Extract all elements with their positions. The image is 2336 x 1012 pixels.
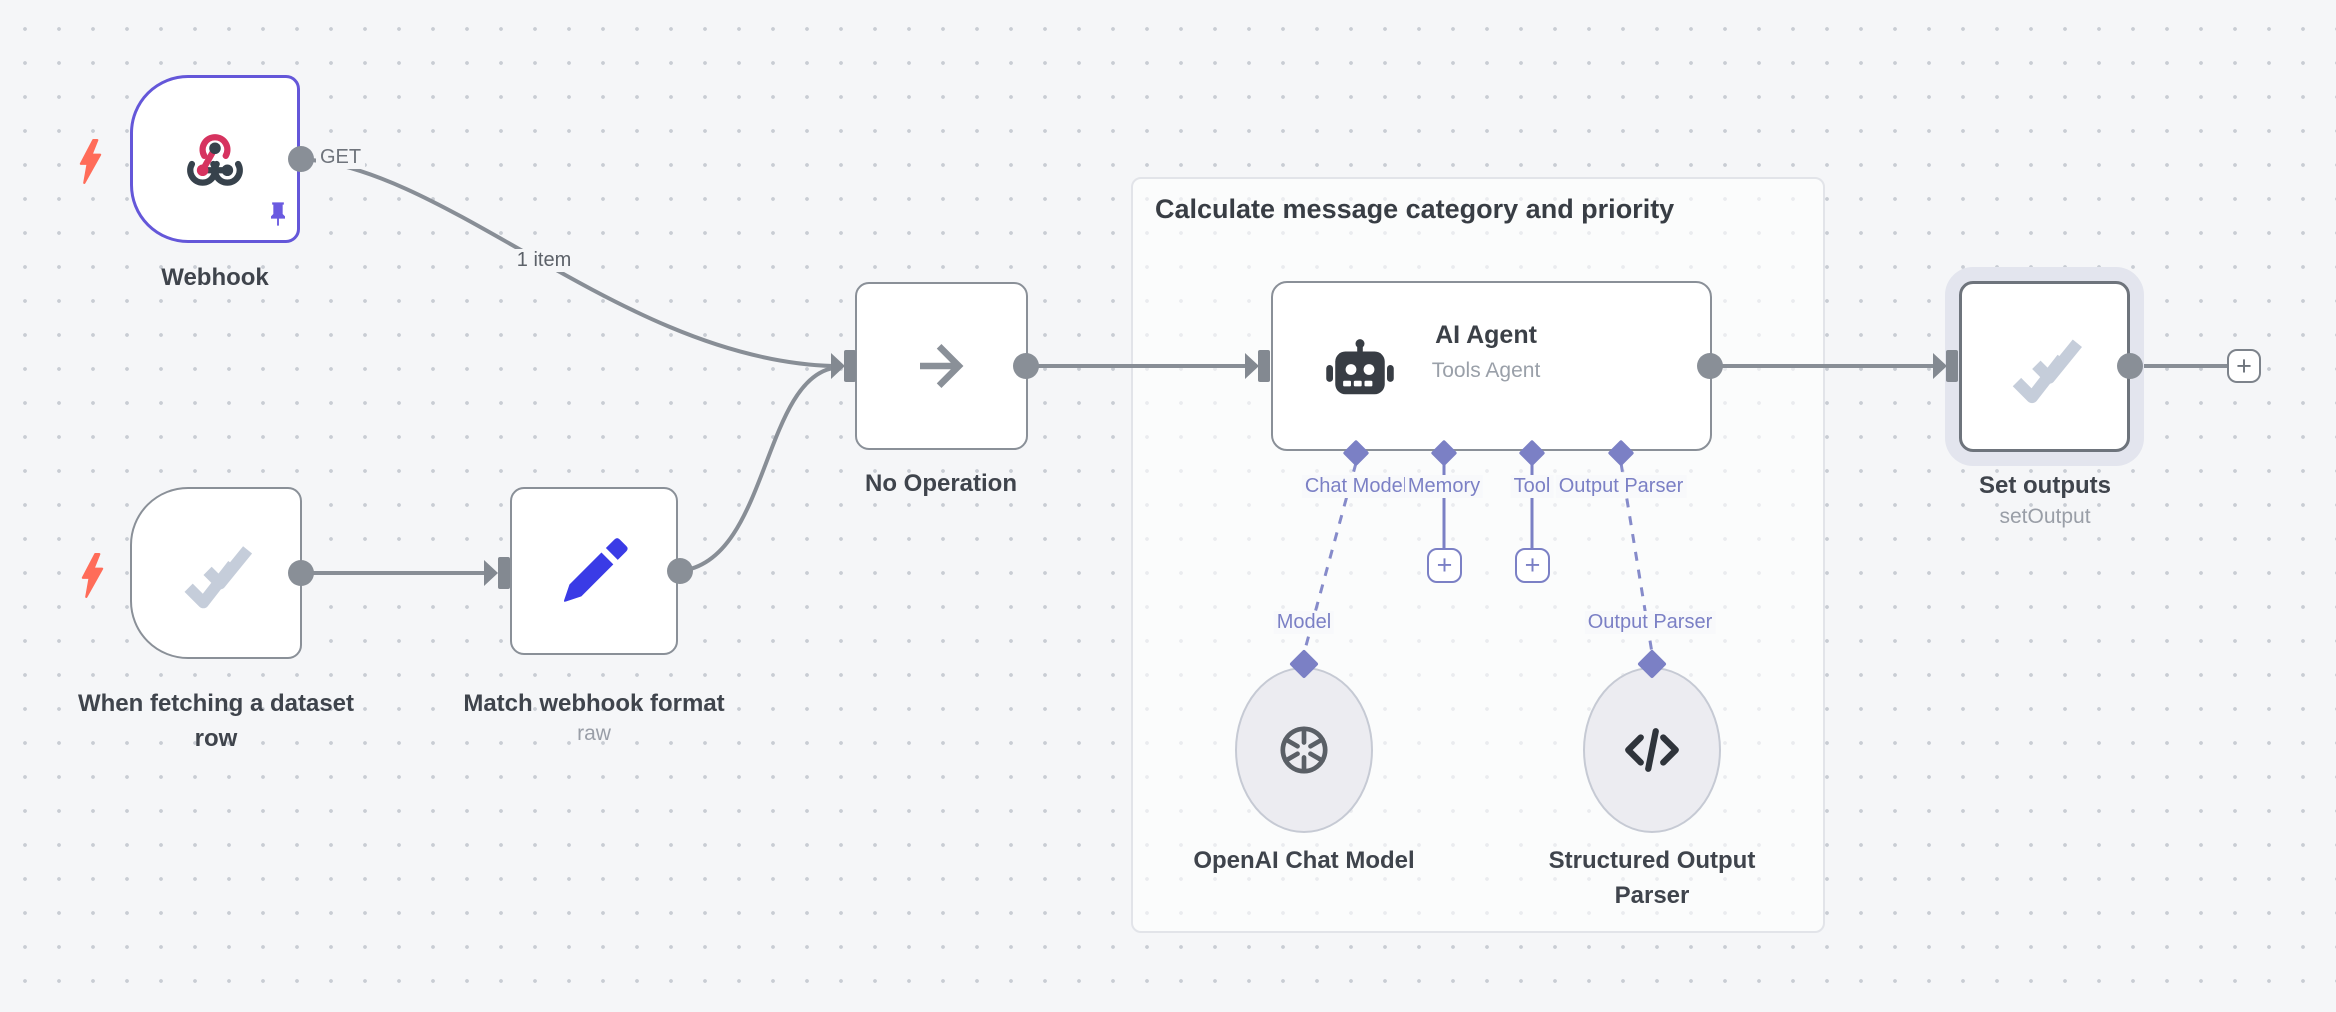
ai-agent-subtitle: Tools Agent: [1431, 359, 1541, 382]
webhook-icon: [187, 133, 243, 186]
node-webhook[interactable]: [130, 75, 300, 243]
connector-label-output-parser: Output Parser: [1584, 611, 1716, 634]
node-dataset-trigger[interactable]: [130, 487, 302, 659]
set-outputs-node-label: Set outputs: [1979, 472, 2111, 499]
match-input-bar[interactable]: [498, 557, 510, 589]
robot-icon: [1324, 338, 1396, 408]
double-check-icon: [184, 546, 253, 609]
port-label-memory: Memory: [1404, 475, 1484, 498]
set-outputs-node-subtitle: setOutput: [1999, 505, 2091, 528]
connector-label-model: Model: [1273, 611, 1335, 634]
match-node-subtitle: raw: [577, 722, 611, 745]
noop-node-label: No Operation: [864, 470, 1018, 497]
group-title: Calculate message category and priority: [1155, 194, 1675, 224]
dataset-node-label: When fetching a dataset row: [77, 690, 355, 752]
pin-icon: [264, 200, 292, 233]
node-ai-agent[interactable]: AI Agent Tools Agent: [1271, 281, 1712, 451]
add-tool-button[interactable]: +: [1515, 548, 1550, 583]
webhook-trigger-bolt-icon: [77, 139, 104, 189]
dataset-trigger-bolt-icon: [79, 553, 106, 603]
node-no-operation[interactable]: [855, 282, 1028, 450]
openai-node-label: OpenAI Chat Model: [1193, 847, 1415, 874]
edge-match-to-noop[interactable]: [678, 366, 835, 573]
add-next-node-button[interactable]: +: [2227, 349, 2261, 383]
match-node-label: Match webhook format: [463, 690, 725, 717]
openai-logo-icon: [1280, 726, 1328, 774]
port-label-chat-model: Chat Model: [1301, 475, 1411, 498]
parser-node-label: Structured Output Parser: [1548, 847, 1756, 909]
port-label-output-parser: Output Parser: [1555, 475, 1687, 498]
double-check-icon: [2012, 339, 2082, 403]
ai-agent-title: AI Agent: [1435, 321, 1537, 349]
add-memory-button[interactable]: +: [1427, 548, 1462, 583]
code-tags-icon: [1625, 728, 1679, 772]
pencil-icon: [563, 538, 628, 602]
node-match-webhook-format[interactable]: [510, 487, 678, 655]
port-label-tool: Tool: [1510, 475, 1554, 498]
node-structured-output-parser[interactable]: [1583, 667, 1721, 833]
node-openai-chat-model[interactable]: [1235, 667, 1373, 833]
noop-input-arrow: [831, 353, 845, 379]
arrow-right-icon: [919, 344, 963, 388]
match-input-arrow: [484, 560, 498, 586]
webhook-node-label: Webhook: [161, 264, 269, 291]
node-set-outputs[interactable]: [1959, 281, 2130, 452]
webhook-method-label: GET: [316, 146, 366, 169]
items-count-label: 1 item: [512, 249, 576, 272]
